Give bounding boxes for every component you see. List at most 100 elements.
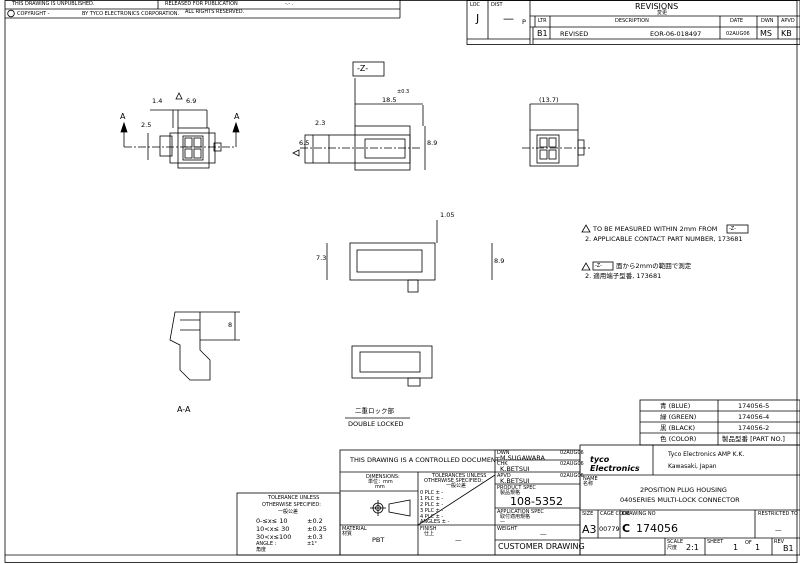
- dim-8-9-b: 8.9: [494, 257, 505, 265]
- tolerance-title-2: OTHERWISE SPECIFIED:: [262, 502, 321, 508]
- dist-value: —: [503, 12, 514, 25]
- company-location: Kawasaki, Japan: [668, 463, 717, 470]
- rights-label: ALL RIGHTS RESERVED.: [185, 9, 245, 15]
- drawing-no-label: DRAWING NO: [622, 511, 656, 517]
- tol-head-jp: 一般公差: [446, 483, 467, 489]
- plc-4: 4 PLC ± -: [420, 514, 444, 520]
- product-spec-label: PRODUCT SPEC: [497, 485, 536, 491]
- note-1-datum: -Z-: [729, 226, 736, 232]
- part-name-2: 040SERIES MULTI-LOCK CONNECTOR: [620, 496, 740, 504]
- rev-value: B1: [783, 544, 794, 553]
- tol-value-2: ±0.25: [307, 525, 327, 533]
- note-2: 2. APPLICABLE CONTACT PART NUMBER, 17368…: [585, 235, 743, 243]
- tol-angle-value: ±1°: [307, 541, 317, 547]
- drawing-no: 174056: [636, 522, 678, 535]
- tol-range-3: 30<x≤100: [256, 533, 292, 541]
- dim-8: 8: [228, 321, 233, 329]
- finish-jp: 仕上: [424, 531, 435, 537]
- section-label: A-A: [177, 405, 191, 414]
- name-jp: 名称: [583, 481, 594, 487]
- revisions-title-jp: 変更: [657, 10, 668, 16]
- tol-range-2: 10<x≤ 30: [256, 525, 290, 533]
- section-mark-right: A: [234, 112, 240, 121]
- tol-value-3: ±0.3: [307, 533, 323, 541]
- sheet-border: [4, 0, 798, 563]
- chk-label: CHK: [497, 461, 508, 467]
- color-black: 黒 (BLACK): [660, 424, 696, 432]
- col-dwn: DWN: [761, 18, 774, 24]
- dim-13-7: (13.7): [539, 96, 559, 104]
- apvd-name: K.BETSUI: [500, 477, 530, 485]
- customer-drawing: CUSTOMER DRAWING: [498, 542, 585, 551]
- note-1-jp-datum: -Z-: [595, 263, 602, 269]
- note-1: TO BE MEASURED WITHIN 2mm FROM: [593, 225, 718, 233]
- dim-1-4: 1.4: [152, 97, 163, 105]
- product-spec-jp: 製品規格: [500, 490, 521, 496]
- section-mark-left: A: [120, 112, 126, 121]
- part-name-1: 2POSITION PLUG HOUSING: [640, 486, 727, 494]
- chk-date: 02AUG06: [560, 461, 584, 467]
- copyright-label: COPYRIGHT -: [17, 11, 50, 17]
- tol-angle-label: ANGLE :: [256, 541, 277, 547]
- part-black: 174056-2: [738, 424, 770, 432]
- col-description: DESCRIPTION: [615, 18, 649, 24]
- dim-18-5-tol: ±0.3: [397, 89, 410, 95]
- part-green: 174056-4: [738, 413, 770, 421]
- dimensions-jp: 単位：mm: [368, 479, 393, 485]
- tol-range-1: 0-≤x≤ 10: [256, 517, 288, 525]
- finish-label: FINISH: [420, 526, 437, 532]
- rev-apvd: KB: [781, 29, 792, 38]
- rev-date: 02AUG06: [726, 31, 750, 37]
- dimensions-label: DIMENSIONS:: [366, 474, 400, 480]
- rev-desc: REVISED: [560, 30, 589, 38]
- drawing-no-symbol: C: [622, 522, 631, 535]
- lower-view: [351, 345, 433, 387]
- revision-block: [466, 0, 800, 45]
- of-value: 1: [755, 543, 761, 552]
- company-name: Tyco Electronics AMP K.K.: [668, 451, 745, 458]
- note-1-jp: 面から2mmの範囲で測定: [616, 262, 692, 270]
- tolerance-title-1: TOLERANCE UNLESS: [268, 495, 320, 501]
- scale-label: SCALE: [667, 539, 684, 545]
- sheet-value: 1: [733, 543, 739, 552]
- name-label: NAME: [583, 476, 598, 482]
- tol-value-1: ±0.2: [307, 517, 323, 525]
- tol-angle-jp: 角度: [256, 547, 267, 553]
- part-no-header: 製品型番 [PART NO.]: [722, 435, 785, 443]
- plc-3: 3 PLC ± -: [420, 508, 444, 514]
- revisions-title: REVISIONS: [635, 2, 679, 11]
- dim-2-3: 2.3: [315, 119, 326, 127]
- weight-value: —: [540, 530, 547, 538]
- dwn-name: M.SUGAWARA: [500, 454, 545, 462]
- unpublished-notice: THIS DRAWING IS UNPUBLISHED.: [12, 1, 95, 7]
- loc-label: LOC: [470, 2, 481, 8]
- tolerance-title-jp: 一般公差: [278, 509, 299, 515]
- material-label: MATERIAL: [342, 526, 367, 532]
- col-apvd: APVD: [781, 18, 795, 24]
- rev-ltr: B1: [537, 29, 548, 38]
- side-view-top: [292, 61, 426, 171]
- dimensions-unit: mm: [375, 484, 385, 490]
- controlled-document: THIS DRAWING IS A CONTROLLED DOCUMENT.: [350, 456, 502, 464]
- lock-label: DOUBLE LOCKED: [348, 420, 404, 428]
- cage-value: 00779: [599, 525, 620, 533]
- color-green: 緑 (GREEN): [660, 413, 697, 421]
- plc-1: 1 PLC ± -: [420, 496, 444, 502]
- dim-8-9: 8.9: [427, 139, 438, 147]
- app-spec-label: APPLICATION SPEC: [497, 509, 544, 515]
- lock-label-jp: 二重ロック部: [355, 407, 394, 415]
- rev-eco: EOR-06-018497: [650, 30, 702, 38]
- apvd-date: 02AUG06: [560, 473, 584, 479]
- section-a-a: [169, 311, 240, 381]
- size-value: A3: [582, 523, 597, 536]
- front-view: [120, 92, 240, 169]
- weight-label: WEIGHT: [497, 526, 518, 532]
- col-date: DATE: [730, 18, 744, 24]
- plc-2: 2 PLC ± -: [420, 502, 444, 508]
- material-value: PBT: [372, 536, 385, 544]
- size-label: SIZE: [582, 511, 594, 517]
- dim-7-3: 7.3: [316, 254, 327, 262]
- dwn-date: 02AUG06: [560, 450, 584, 456]
